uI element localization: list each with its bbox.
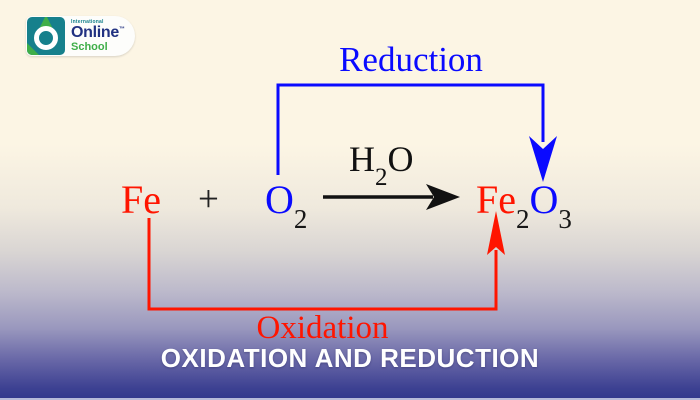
product-fe-subscript: 2: [516, 204, 530, 234]
reactant-o2: O2: [265, 177, 307, 233]
condition-subscript: 2: [375, 164, 388, 192]
online-school-logo-icon: [27, 17, 65, 55]
product-fe-symbol: Fe: [476, 177, 516, 222]
logo-name: Online™: [71, 23, 125, 41]
reactant-o2-subscript: 2: [293, 204, 308, 234]
trademark-symbol: ™: [118, 26, 125, 33]
reaction-arrow: [323, 184, 460, 210]
logo-ring-icon: [34, 26, 58, 50]
logo-corner-shape: [27, 43, 39, 55]
condition-h2o: H2O: [349, 139, 414, 190]
logo-text: International Online™ School: [66, 18, 125, 53]
condition-o: O: [387, 139, 414, 179]
reduction-path: [276, 83, 557, 182]
page-title: OXIDATION AND REDUCTION: [160, 343, 540, 373]
oxidation-arrowhead-icon: [487, 211, 505, 255]
logo-subname: School: [71, 40, 108, 53]
reaction-arrowhead-icon: [426, 184, 460, 210]
plus-operator: +: [198, 179, 219, 220]
reduction-label: Reduction: [339, 40, 483, 79]
reactant-o2-symbol: O: [265, 177, 294, 222]
oxidation-path: [147, 211, 505, 311]
product-o-subscript: 3: [558, 204, 572, 234]
reduction-arrowhead-icon: [529, 136, 557, 182]
logo-pretitle: International: [71, 18, 104, 25]
product-fe2o3: Fe2O3: [476, 177, 572, 233]
condition-h: H: [349, 139, 375, 179]
oxidation-label: Oxidation: [256, 310, 389, 346]
bottom-edge-strip: [0, 398, 700, 400]
online-school-logo: International Online™ School: [26, 16, 135, 56]
reactant-fe: Fe: [121, 177, 161, 222]
product-o-symbol: O: [529, 177, 559, 222]
